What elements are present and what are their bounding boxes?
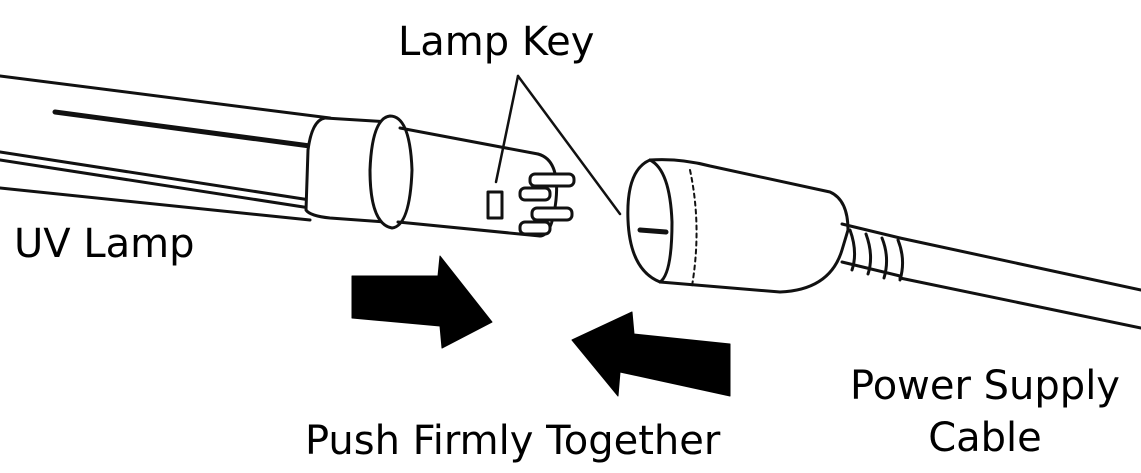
push-together-label: Push Firmly Together: [305, 418, 721, 464]
arrow-left-icon: [571, 311, 731, 397]
power-supply-connector: [626, 158, 1141, 330]
uv-lamp-label: UV Lamp: [14, 221, 195, 267]
power-supply-line-1: Power Supply: [850, 363, 1120, 409]
arrow-right-icon: [351, 255, 493, 349]
power-supply-line-2: Cable: [928, 415, 1042, 461]
lamp-pins: [486, 172, 576, 236]
uv-lamp-tube: [0, 74, 332, 222]
lamp-key-label: Lamp Key: [398, 19, 595, 65]
uv-lamp-base: [304, 114, 559, 238]
power-supply-cable-label: Power Supply Cable: [840, 360, 1130, 464]
lamp-key-leader-lines: [494, 74, 622, 216]
push-arrows: [351, 255, 731, 397]
